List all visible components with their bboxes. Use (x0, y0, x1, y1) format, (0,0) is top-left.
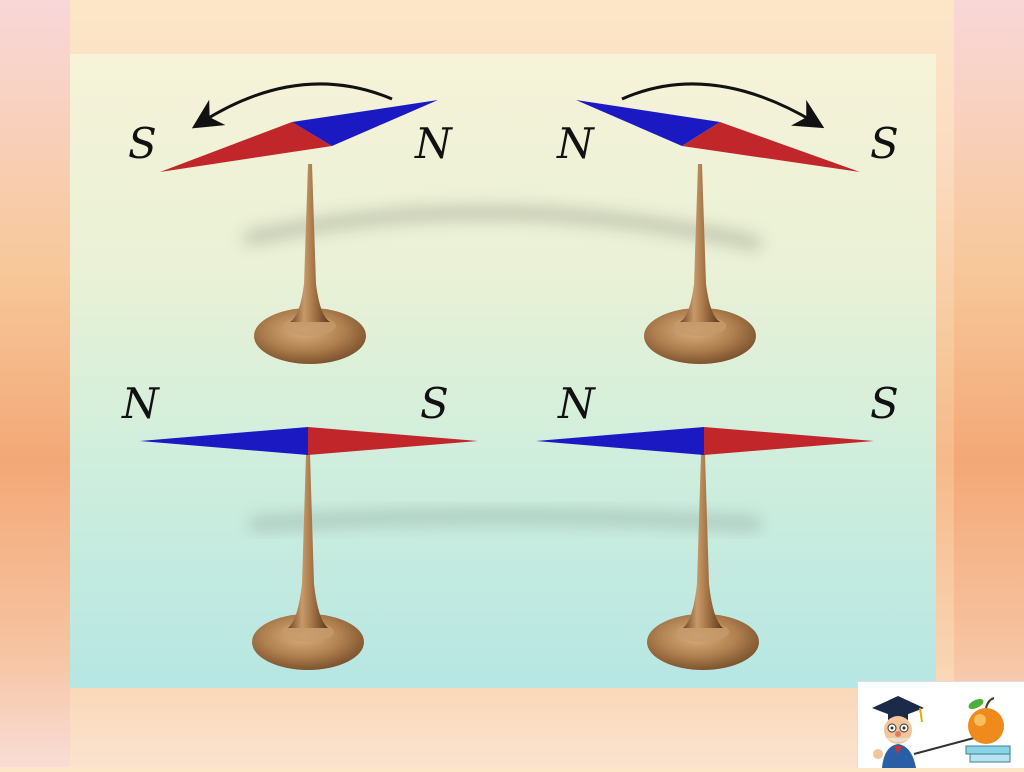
needle (160, 100, 438, 172)
pivot-stand (647, 454, 759, 670)
diagram-panel: S N N S (70, 54, 936, 688)
rotation-arrow-icon (621, 82, 825, 129)
shadow-top (243, 205, 762, 251)
pivot-stand (252, 454, 364, 670)
compass-top-left: S N (128, 82, 453, 364)
pivot-stand (644, 164, 756, 364)
pole-label-left: N (121, 379, 160, 428)
pivot-stand (254, 164, 366, 364)
pole-label-left: N (556, 119, 595, 168)
needle-south-half (308, 427, 478, 455)
pole-label-left: N (557, 379, 596, 428)
needle-north-half (140, 427, 308, 455)
needle-north-half (292, 100, 438, 146)
right-border-gradient (954, 0, 1024, 767)
pole-label-left: S (128, 119, 157, 168)
rotation-arrow-icon (191, 82, 393, 129)
needle-south-half (682, 122, 860, 172)
pole-label-right: S (420, 379, 449, 428)
left-border-gradient (0, 0, 70, 767)
compass-bottom-right: N S (536, 379, 899, 670)
needle-north-half (536, 427, 704, 455)
pole-label-right: S (870, 379, 899, 428)
pole-label-right: N (414, 119, 453, 168)
compass-top-right: N S (556, 82, 899, 364)
needle-north-half (576, 100, 720, 146)
needle (140, 427, 478, 455)
pole-label-right: S (870, 119, 899, 168)
compass-bottom-left: N S (121, 379, 478, 670)
needle-south-half (704, 427, 874, 455)
needle-south-half (160, 122, 332, 172)
compass-diagram: S N N S (121, 82, 899, 670)
teacher-with-apple-logo-icon (857, 681, 1024, 768)
needle (576, 100, 860, 172)
needle (536, 427, 874, 455)
shadow-bottom (249, 509, 761, 531)
